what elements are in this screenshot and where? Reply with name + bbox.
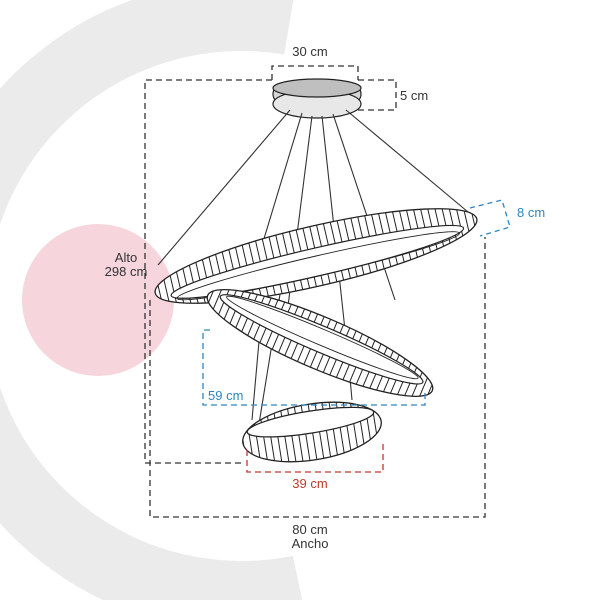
ring-medium	[206, 289, 434, 397]
outer-dimension-box	[144, 65, 486, 518]
label-medium-ring: 59 cm	[208, 388, 243, 403]
label-width-title: Ancho	[292, 536, 329, 551]
medium-ring-dimension	[202, 329, 426, 406]
background-pink-circle	[22, 224, 174, 376]
small-ring-dimension	[246, 440, 384, 473]
background-arc	[0, 0, 303, 600]
ring-small	[242, 401, 382, 463]
ring-thickness-dimension	[469, 199, 511, 237]
label-ring-thickness: 8 cm	[517, 205, 545, 220]
label-width-value: 80 cm	[292, 522, 327, 537]
ceiling-canopy	[272, 78, 362, 119]
label-height-value: 298 cm	[105, 264, 148, 279]
ring-large	[154, 208, 478, 304]
label-canopy-height: 5 cm	[400, 88, 428, 103]
label-small-ring: 39 cm	[292, 476, 327, 491]
label-height-title: Alto	[115, 250, 137, 265]
label-canopy-width: 30 cm	[292, 44, 327, 59]
background-decor	[0, 0, 303, 600]
